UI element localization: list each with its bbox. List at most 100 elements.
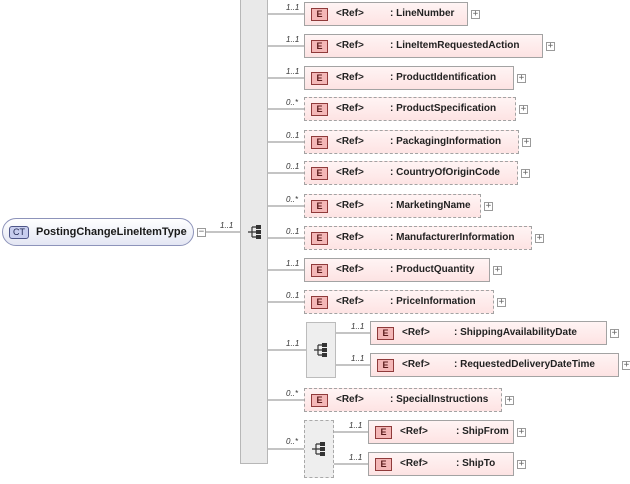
element-ref-ShipFrom[interactable]: E <Ref> ShipFrom (368, 420, 514, 444)
element-name: ShippingAvailabilityDate (454, 327, 577, 338)
element-badge: E (311, 264, 328, 277)
element-name: ShipFrom (456, 426, 509, 437)
expand-icon[interactable]: + (521, 168, 530, 178)
ref-label: <Ref> (336, 394, 364, 405)
ref-label: <Ref> (336, 232, 364, 243)
ref-label: <Ref> (336, 200, 364, 211)
element-badge: E (375, 458, 392, 471)
occurrence-label: 0..* (286, 195, 299, 204)
ref-label: <Ref> (336, 167, 364, 178)
occurrence-label: 1..1 (349, 453, 363, 462)
ref-label: <Ref> (336, 264, 364, 275)
ref-label: <Ref> (336, 8, 364, 19)
element-ref-LineNumber[interactable]: E <Ref> LineNumber (304, 2, 468, 26)
element-badge: E (375, 426, 392, 439)
expand-icon[interactable]: + (622, 360, 630, 370)
expand-icon[interactable]: + (610, 328, 619, 338)
element-badge: E (311, 232, 328, 245)
element-name: LineNumber (390, 8, 454, 19)
expand-icon[interactable]: + (517, 427, 526, 437)
root-complex-type[interactable]: CT PostingChangeLineItemType (2, 218, 194, 246)
expand-icon[interactable]: + (522, 137, 531, 147)
occurrence-label: 0..* (286, 98, 299, 107)
element-name: ShipTo (456, 458, 495, 469)
ref-label: <Ref> (336, 72, 364, 83)
element-name: ProductIdentification (390, 72, 496, 83)
occurrence-label: 0..1 (286, 131, 300, 140)
complex-type-badge: CT (9, 226, 29, 239)
expand-icon[interactable]: + (471, 9, 480, 19)
ref-label: <Ref> (400, 458, 428, 469)
element-badge: E (311, 72, 328, 85)
ref-label: <Ref> (336, 103, 364, 114)
element-ref-ShippingAvailabilityDate[interactable]: E <Ref> ShippingAvailabilityDate (370, 321, 607, 345)
occurrence-label: 1..1 (351, 354, 365, 363)
expand-icon[interactable]: + (505, 395, 514, 405)
element-badge: E (377, 327, 394, 340)
sequence-icon (314, 343, 327, 357)
element-name: PriceInformation (390, 296, 475, 307)
element-name: MarketingName (390, 200, 470, 211)
expand-icon[interactable]: + (517, 459, 526, 469)
element-ref-CountryOfOriginCode[interactable]: E <Ref> CountryOfOriginCode (304, 161, 518, 185)
element-ref-ProductQuantity[interactable]: E <Ref> ProductQuantity (304, 258, 490, 282)
element-ref-ShipTo[interactable]: E <Ref> ShipTo (368, 452, 514, 476)
element-badge: E (311, 8, 328, 21)
root-occurrence: 1..1 (220, 221, 234, 230)
expand-icon[interactable]: + (493, 265, 502, 275)
element-ref-SpecialInstructions[interactable]: E <Ref> SpecialInstructions (304, 388, 502, 412)
element-badge: E (311, 394, 328, 407)
element-badge: E (311, 167, 328, 180)
ref-label: <Ref> (402, 359, 430, 370)
element-ref-RequestedDeliveryDateTime[interactable]: E <Ref> RequestedDeliveryDateTime (370, 353, 619, 377)
element-ref-LineItemRequestedAction[interactable]: E <Ref> LineItemRequestedAction (304, 34, 543, 58)
root-type-name: PostingChangeLineItemType (36, 226, 187, 238)
element-ref-PriceInformation[interactable]: E <Ref> PriceInformation (304, 290, 494, 314)
occurrence-label: 0..1 (286, 291, 300, 300)
expand-icon[interactable]: + (546, 41, 555, 51)
occurrence-label: 1..1 (286, 339, 300, 348)
element-ref-PackagingInformation[interactable]: E <Ref> PackagingInformation (304, 130, 519, 154)
occurrence-label: 1..1 (286, 259, 300, 268)
element-name: LineItemRequestedAction (390, 40, 519, 51)
party-sequence-compositor[interactable] (304, 420, 334, 478)
element-ref-ProductSpecification[interactable]: E<Ref>ProductSpecification (304, 97, 516, 121)
element-name: RequestedDeliveryDateTime (454, 359, 595, 370)
element-ref-ProductIdentification[interactable]: E <Ref> ProductIdentification (304, 66, 514, 90)
element-badge: E (311, 136, 328, 149)
ref-label: <Ref> (402, 327, 430, 338)
element-name: SpecialInstructions (390, 394, 488, 405)
expand-icon[interactable]: + (484, 201, 493, 211)
ref-label: <Ref> (400, 426, 428, 437)
element-badge: E (311, 40, 328, 53)
occurrence-label: 0..* (286, 389, 299, 398)
occurrence-label: 1..1 (351, 322, 365, 331)
element-name: PackagingInformation (390, 136, 501, 147)
occurrence-label: 1..1 (349, 421, 363, 430)
occurrence-label: 1..1 (286, 3, 300, 12)
collapse-icon[interactable]: − (197, 227, 206, 237)
ref-label: <Ref> (336, 40, 364, 51)
element-badge: E (311, 296, 328, 309)
element-ref-ManufacturerInformation[interactable]: E <Ref> ManufacturerInformation (304, 226, 532, 250)
element-name: CountryOfOriginCode (390, 167, 500, 178)
ref-label: <Ref> (336, 136, 364, 147)
occurrence-label: 1..1 (286, 35, 300, 44)
expand-icon[interactable]: + (535, 233, 544, 243)
sequence-icon (248, 225, 261, 239)
element-ref-MarketingName[interactable]: E <Ref> MarketingName (304, 194, 481, 218)
element-name: ProductQuantity (390, 264, 474, 275)
element-name: ManufacturerInformation (390, 232, 514, 243)
element-badge: E (311, 200, 328, 213)
occurrence-label: 0..* (286, 437, 299, 446)
expand-icon[interactable]: + (519, 104, 528, 114)
occurrence-label: 0..1 (286, 227, 300, 236)
ref-label: <Ref> (336, 296, 364, 307)
sequence-icon (312, 442, 325, 456)
expand-icon[interactable]: + (497, 297, 506, 307)
occurrence-label: 1..1 (286, 67, 300, 76)
element-badge: E (311, 103, 328, 116)
expand-icon[interactable]: + (517, 73, 526, 83)
element-badge: E (377, 359, 394, 372)
